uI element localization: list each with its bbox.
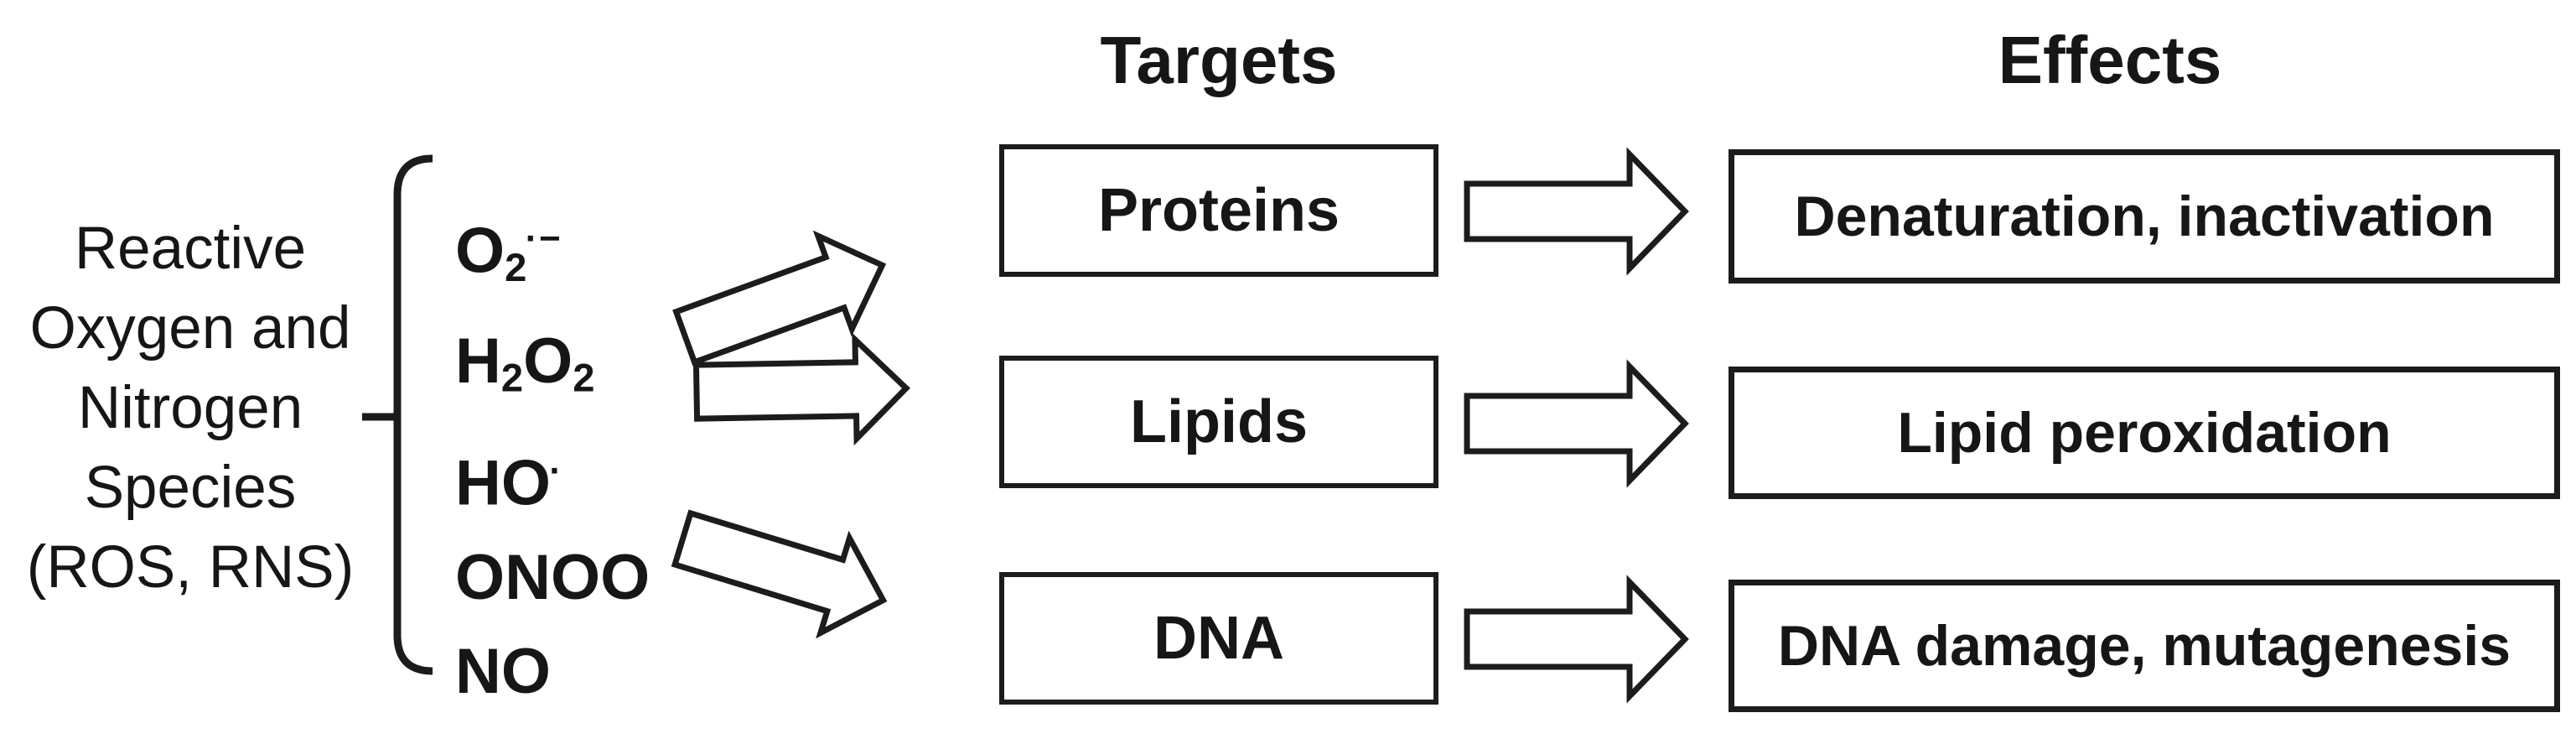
target-box-lipids: Lipids [999,356,1438,488]
ros-label-line: Nitrogen [77,375,303,441]
diagonal-arrow-middle-icon [692,332,910,446]
species-superoxide: O2·− [455,215,562,289]
ros-label-line: Species [84,455,297,521]
left-bracket-icon [362,154,433,675]
targets-header: Targets [1100,23,1338,97]
right-arrow-row3-icon [1464,575,1689,704]
diagonal-arrow-up-icon [672,230,887,367]
species-hydroxyl-radical: HO· [455,447,563,519]
species-peroxynitrite: ONOO [455,541,650,613]
effect-box-lipid-peroxidation: Lipid peroxidation [1729,367,2560,499]
ros-label-line: Reactive [74,216,307,282]
effect-box-denaturation: Denaturation, inactivation [1729,149,2560,284]
effects-header: Effects [1998,23,2222,97]
species-list: O2·− H2O2 HO· ONOO NO [455,192,650,719]
ros-label-line: Oxygen and [29,295,351,362]
species-nitric-oxide: NO [455,635,551,707]
right-arrow-row1-icon [1464,147,1689,276]
species-hydrogen-peroxide: H2O2 [455,325,595,400]
effect-box-dna-damage: DNA damage, mutagenesis [1729,580,2560,712]
ros-label-line: (ROS, RNS) [26,534,355,601]
ros-rns-label: Reactive Oxygen and Nitrogen Species (RO… [23,209,357,607]
diagonal-arrow-down-icon [671,509,888,639]
right-arrow-row2-icon [1464,359,1689,488]
target-box-dna: DNA [999,572,1438,705]
target-box-proteins: Proteins [999,144,1438,277]
